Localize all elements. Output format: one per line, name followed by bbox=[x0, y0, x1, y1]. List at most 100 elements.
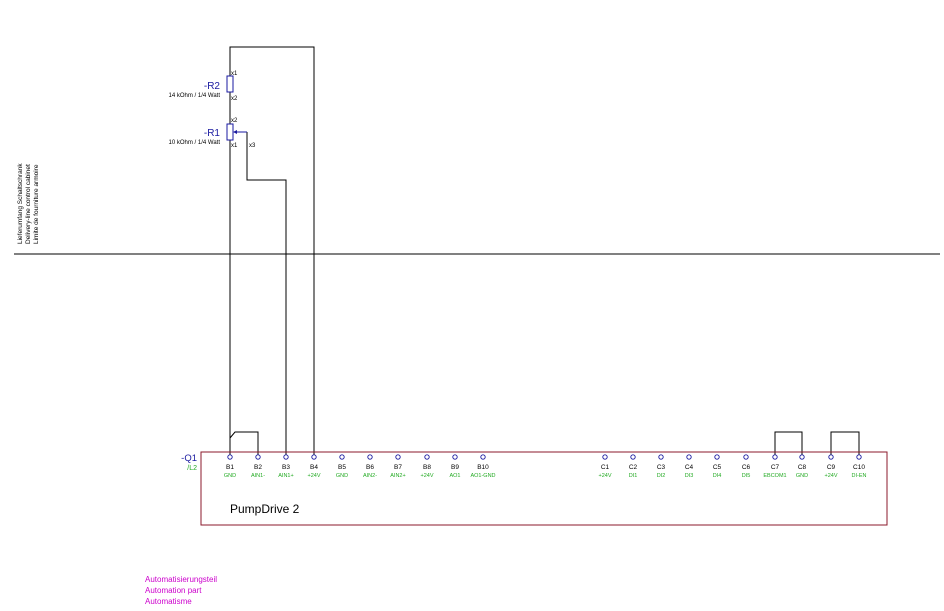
resistor-r1-pin-bottom: x1 bbox=[231, 143, 238, 149]
terminal-function: DI3 bbox=[685, 473, 694, 479]
terminal-function: DI2 bbox=[657, 473, 666, 479]
terminal-point bbox=[602, 454, 608, 460]
terminal-b8: B8+24V bbox=[421, 454, 434, 479]
resistor-r2-symbol bbox=[226, 75, 234, 93]
terminal-point bbox=[630, 454, 636, 460]
terminal-function: AIN1+ bbox=[278, 473, 293, 479]
terminal-id: C5 bbox=[713, 464, 722, 471]
bridge-c7-c8 bbox=[774, 431, 803, 455]
terminal-point bbox=[856, 454, 862, 460]
terminal-point bbox=[227, 454, 233, 460]
device-q1-name: PumpDrive 2 bbox=[230, 502, 300, 516]
wiring bbox=[229, 46, 860, 455]
terminal-id: C1 bbox=[601, 464, 610, 471]
device-q1-box bbox=[200, 451, 888, 526]
terminal-function: EBCOM1 bbox=[763, 473, 786, 479]
device-q1: -Q1 /L2 PumpDrive 2 B1GNDB2AIN1-B3AIN1+B… bbox=[181, 451, 888, 526]
automation-label: Automatisierungsteil Automation part Aut… bbox=[145, 575, 217, 606]
terminal-point bbox=[714, 454, 720, 460]
terminal-point bbox=[686, 454, 692, 460]
terminal-id: B10 bbox=[477, 464, 489, 471]
terminal-function: DI1 bbox=[629, 473, 638, 479]
terminal-function: AIN2+ bbox=[390, 473, 405, 479]
terminal-id: B4 bbox=[310, 464, 318, 471]
resistor-r1-value: 10 kOhm / 1/4 Watt bbox=[169, 140, 221, 146]
boundary-label-en: Delivery-line control cabinet bbox=[25, 164, 32, 244]
terminal-function: AO1 bbox=[449, 473, 460, 479]
resistor-r2-pin-top: x1 bbox=[231, 71, 238, 77]
bridge-b1-b2 bbox=[229, 431, 259, 455]
terminal-point bbox=[452, 454, 458, 460]
resistor-r1-symbol bbox=[226, 123, 234, 141]
automation-label-en: Automation part bbox=[145, 586, 202, 595]
resistor-r1-ref: -R1 bbox=[204, 128, 221, 139]
resistor-r2: -R2 14 kOhm / 1/4 Watt x1 x2 bbox=[169, 71, 238, 102]
terminal-point bbox=[283, 454, 289, 460]
resistor-r1-pin-wiper: x3 bbox=[249, 143, 256, 149]
terminal-id: B7 bbox=[394, 464, 402, 471]
wire-r2-to-b4 bbox=[229, 46, 315, 455]
terminal-point bbox=[799, 454, 805, 460]
terminal-id: B2 bbox=[254, 464, 262, 471]
terminal-id: C2 bbox=[629, 464, 638, 471]
terminal-point bbox=[311, 454, 317, 460]
terminal-function: GND bbox=[224, 473, 236, 479]
terminal-function: DI4 bbox=[713, 473, 722, 479]
terminal-id: C7 bbox=[771, 464, 780, 471]
resistor-r2-ref: -R2 bbox=[204, 81, 221, 92]
terminal-id: B6 bbox=[366, 464, 374, 471]
boundary-label-fr: Limite de fourniture armoire bbox=[33, 164, 40, 244]
terminal-function: +24V bbox=[308, 473, 321, 479]
terminal-function: +24V bbox=[825, 473, 838, 479]
device-q1-page-ref: /L2 bbox=[187, 465, 197, 472]
terminal-point bbox=[255, 454, 261, 460]
terminal-point bbox=[658, 454, 664, 460]
terminal-function: AIN1- bbox=[251, 473, 265, 479]
terminal-function: +24V bbox=[599, 473, 612, 479]
terminal-c9: C9+24V bbox=[825, 454, 838, 479]
device-q1-ref: -Q1 bbox=[181, 453, 197, 464]
terminal-point bbox=[772, 454, 778, 460]
resistor-r2-value: 14 kOhm / 1/4 Watt bbox=[169, 93, 221, 99]
terminal-function: GND bbox=[796, 473, 808, 479]
bridge-c9-c10 bbox=[830, 431, 860, 455]
delivery-boundary-label: Lieferumfang Schaltschrank Delivery-line… bbox=[17, 163, 40, 244]
terminal-function: DI5 bbox=[742, 473, 751, 479]
terminal-function: +24V bbox=[421, 473, 434, 479]
terminal-id: C3 bbox=[657, 464, 666, 471]
terminal-b4: B4 +24V bbox=[308, 454, 321, 479]
terminal-c1: C1 +24V bbox=[599, 454, 612, 479]
automation-label-de: Automatisierungsteil bbox=[145, 575, 217, 584]
terminal-id: B3 bbox=[282, 464, 290, 471]
terminal-function: AIN2- bbox=[363, 473, 377, 479]
terminal-id: C8 bbox=[798, 464, 807, 471]
terminal-point bbox=[424, 454, 430, 460]
wire-r1-wiper-to-b3 bbox=[246, 132, 287, 455]
terminal-id: C10 bbox=[853, 464, 865, 471]
terminal-function: DI-EN bbox=[852, 473, 867, 479]
resistor-r1-pin-top: x2 bbox=[231, 118, 238, 124]
automation-label-fr: Automatisme bbox=[145, 597, 192, 606]
terminal-point bbox=[743, 454, 749, 460]
terminal-id: B1 bbox=[226, 464, 234, 471]
terminal-point bbox=[395, 454, 401, 460]
boundary-label-de: Lieferumfang Schaltschrank bbox=[17, 163, 24, 244]
terminal-id: C6 bbox=[742, 464, 751, 471]
